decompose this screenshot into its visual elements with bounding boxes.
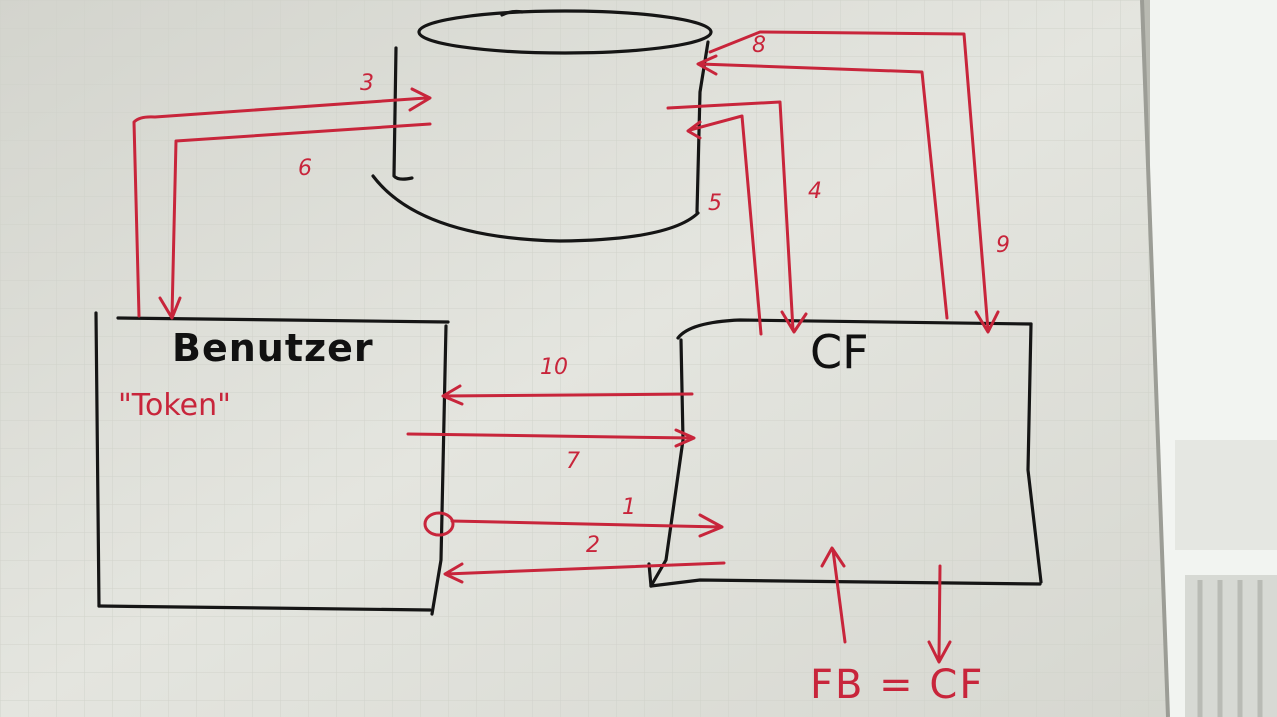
arrow-3 xyxy=(132,87,432,318)
step-label-6: 6 xyxy=(298,156,312,181)
arrow-7 xyxy=(406,428,696,448)
step-label-9: 9 xyxy=(996,233,1010,258)
token-label: "Token" xyxy=(118,388,231,423)
step-label-1: 1 xyxy=(622,495,636,520)
step-label-7: 7 xyxy=(566,449,580,474)
database-cylinder xyxy=(371,9,713,243)
whiteboard-frame xyxy=(1140,0,1170,717)
arrow-4 xyxy=(666,100,808,334)
step-label-2: 2 xyxy=(586,533,600,558)
arrow-cf-to-fb xyxy=(927,564,952,664)
cf-box xyxy=(647,318,1043,588)
step-label-10: 10 xyxy=(540,355,568,380)
arrow-5 xyxy=(686,114,763,336)
whiteboard-grid xyxy=(0,0,1168,717)
arrow-9 xyxy=(708,30,1000,334)
step-label-5: 5 xyxy=(708,191,722,216)
radiator xyxy=(1185,575,1277,717)
arrow-fb-to-cf xyxy=(820,546,847,644)
step-label-3: 3 xyxy=(360,71,374,96)
arrow-1 xyxy=(450,513,724,538)
arrow-6 xyxy=(158,122,432,320)
benutzer-label: Benutzer xyxy=(172,326,374,370)
arrow-1-start-circle xyxy=(423,511,455,537)
arrow-2 xyxy=(443,561,726,584)
arrow-8 xyxy=(696,54,949,320)
window-sill xyxy=(1175,440,1277,550)
step-label-4: 4 xyxy=(808,179,822,204)
step-label-8: 8 xyxy=(752,33,766,58)
cf-label: CF xyxy=(810,325,869,379)
arrow-10 xyxy=(441,384,694,406)
fb-label: FB = CF xyxy=(810,662,985,708)
